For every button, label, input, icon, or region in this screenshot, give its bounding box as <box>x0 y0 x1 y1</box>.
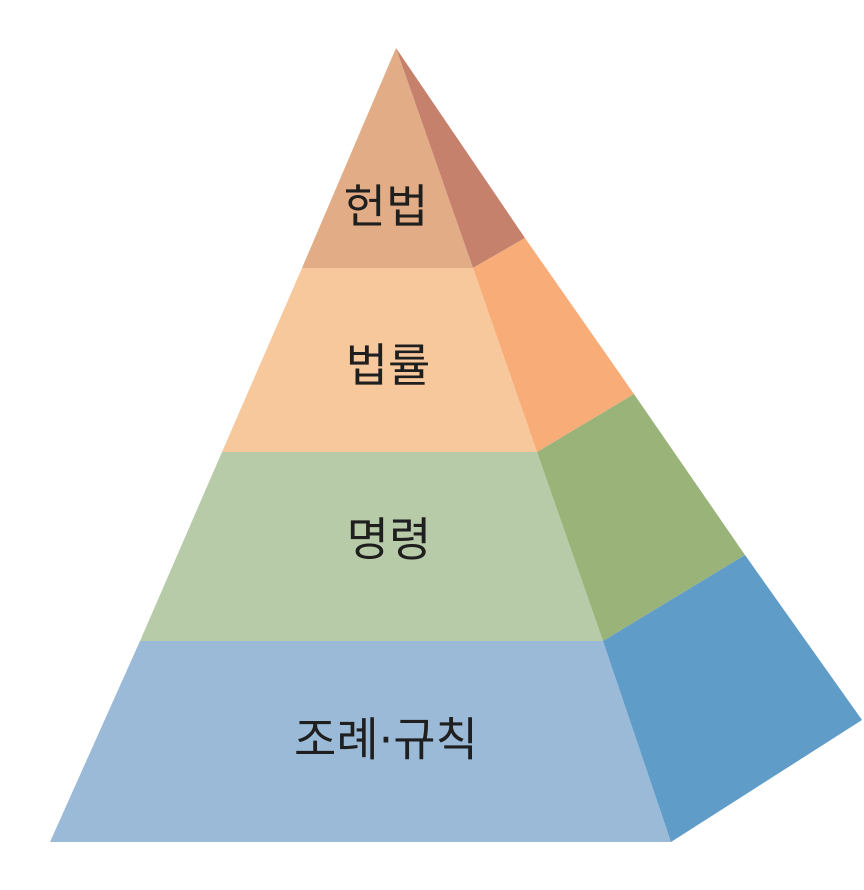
tier-constitution-side <box>396 48 525 268</box>
tier-order-side <box>537 394 745 641</box>
tier-constitution-label: 헌법 <box>344 180 429 234</box>
tier-ordinance-rule-label: 조례·규칙 <box>294 713 478 767</box>
tier-constitution-front <box>302 48 473 268</box>
tier-law-label: 법률 <box>346 339 431 393</box>
tier-law-side <box>473 238 634 452</box>
tier-order-label: 명령 <box>347 513 432 567</box>
tier-ordinance-rule-side <box>603 555 862 842</box>
tier-order-front <box>140 452 603 641</box>
tier-ordinance-rule-front <box>50 641 671 842</box>
tier-law-front <box>222 268 537 452</box>
